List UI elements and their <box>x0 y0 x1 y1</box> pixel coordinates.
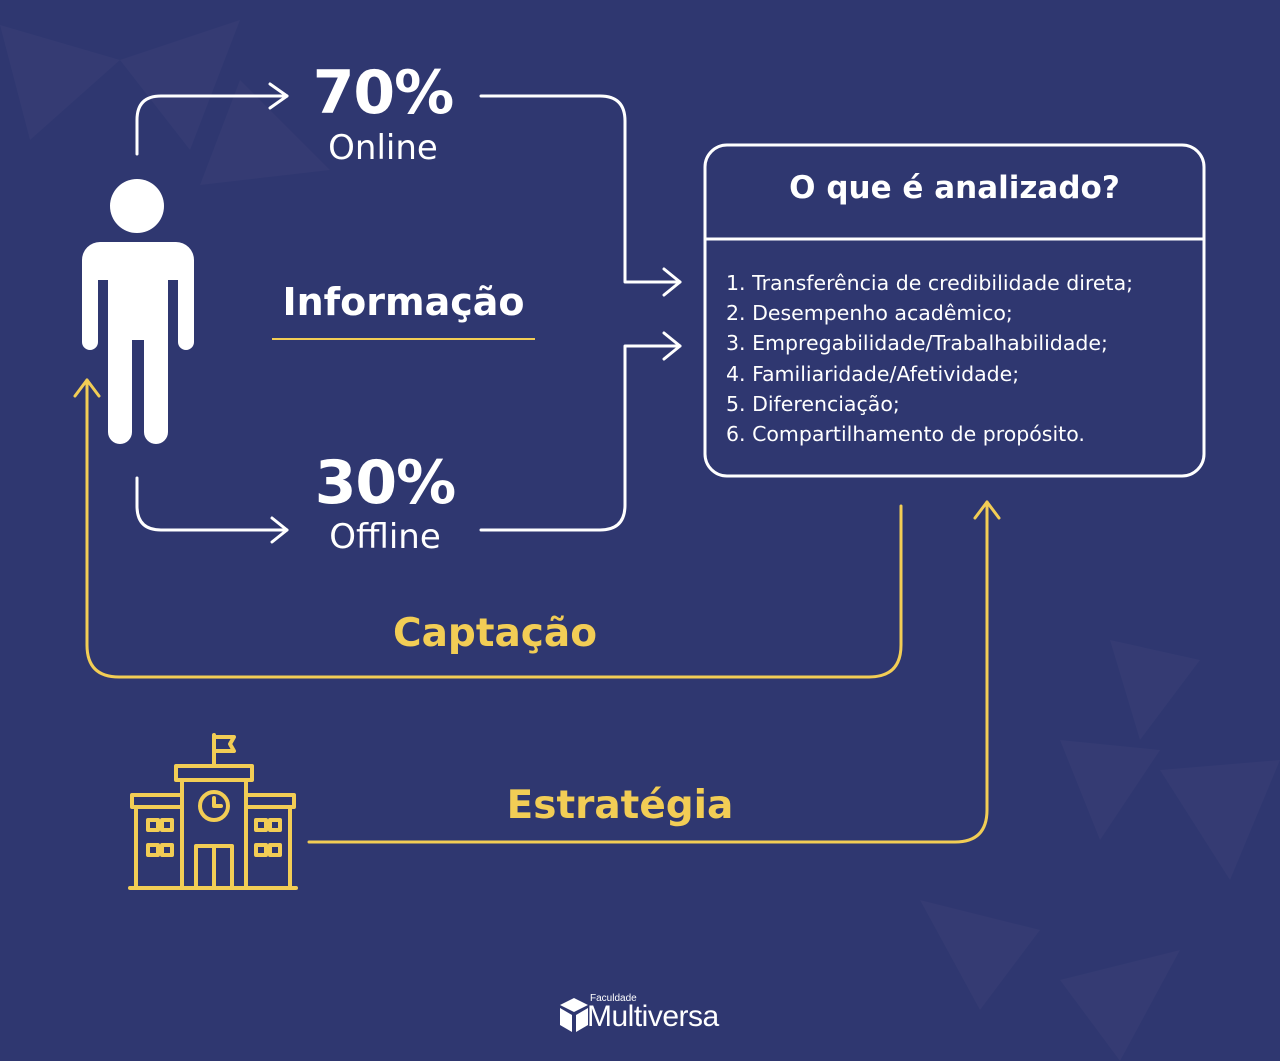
background-decoration <box>0 20 1280 1061</box>
analysis-item: 3. Empregabilidade/Trabalhabilidade; <box>726 331 1108 356</box>
analysis-item: 1. Transferência de credibilidade direta… <box>726 271 1134 295</box>
estrategia-arrow <box>307 500 989 844</box>
analysis-box <box>703 143 1206 478</box>
yellow-connectors <box>73 378 1001 844</box>
analysis-item: 6. Compartilhamento de propósito. <box>726 422 1085 447</box>
analysis-list: 1. Transferência de credibilidade direta… <box>726 268 1133 449</box>
offline-percent: 30% <box>314 448 457 518</box>
analysis-item: 4. Familiaridade/Afetividade; <box>726 361 1020 386</box>
information-label: Informação <box>282 280 525 324</box>
flag-icon <box>212 733 236 768</box>
arrow-offline-to-box <box>479 344 682 532</box>
logo-wordmark: Multiversa <box>587 1000 719 1033</box>
arrow-online-to-box <box>479 94 682 284</box>
analysis-item: 2. Desempenho acadêmico; <box>726 301 1013 326</box>
arrow-to-offline <box>135 476 289 532</box>
estrategia-label: Estratégia <box>506 783 734 828</box>
captacao-arrow <box>85 378 903 679</box>
analysis-box-title: O que é analizado? <box>789 170 1120 206</box>
online-percent: 70% <box>312 58 455 128</box>
arrow-to-online <box>135 94 289 156</box>
captacao-label: Captação <box>392 611 598 656</box>
clock-icon <box>198 790 230 822</box>
online-label: Online <box>328 128 438 168</box>
offline-label: Offline <box>329 517 441 557</box>
person-icon <box>82 179 194 444</box>
analysis-item: 5. Diferenciação; <box>726 391 900 416</box>
logo-subtitle: Faculdade <box>590 993 637 1004</box>
white-connectors <box>135 82 682 544</box>
logo-cube-icon <box>560 998 588 1032</box>
school-building-icon <box>128 733 298 890</box>
